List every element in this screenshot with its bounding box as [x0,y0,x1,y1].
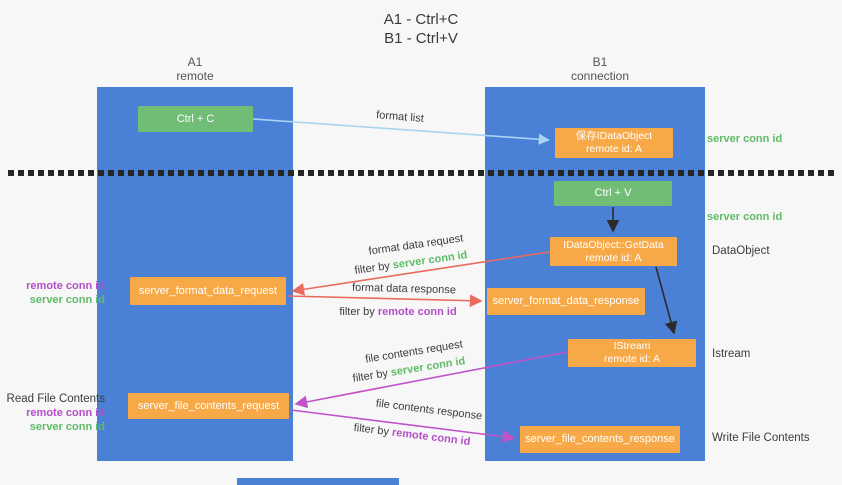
save-idataobject-line1: 保存IDataObject [575,130,653,142]
lane-b1-name: B1 [592,55,608,69]
lane-a1-subtitle: remote [176,69,214,83]
left-bottom-server-conn-id: server conn id [29,421,105,433]
server-file-contents-request-label: server_file_contents_request [137,399,280,412]
idataobject-getdata-box: IDataObject::GetData remote id: A [550,237,677,266]
lane-a1-name: A1 [187,55,203,69]
istream-side-label: Istream [712,348,751,360]
title-line-1: A1 - Ctrl+C [383,11,459,28]
ctrl-v-label: Ctrl + V [594,187,632,199]
filter-by-remote-conn-id-label-2: filter by remote conn id [353,422,471,448]
arrow-format-data-response [287,294,483,308]
diagram-title: A1 - Ctrl+C B1 - Ctrl+V [0,10,842,48]
write-file-contents-label: Write File Contents [712,432,810,444]
filter-prefix-1: filter by [353,259,394,277]
server-file-contents-response-label: server_file_contents_response [525,433,675,445]
getdata-line2: remote id: A [585,251,642,264]
left-mid-server-conn-id: server conn id [29,294,105,306]
title-line-2: B1 - Ctrl+V [384,30,458,47]
server-file-contents-request-box: server_file_contents_request [128,393,289,419]
server-format-data-request-box: server_format_data_request [130,277,286,305]
filter-prefix-2: filter by [339,306,378,318]
istream-line1: IStream [613,340,651,352]
lane-header-b1: B1 connection [530,55,670,83]
lane-header-a1: A1 remote [125,55,265,83]
server-conn-id-top-label: server conn id [707,133,783,145]
server-conn-id-mid-label: server conn id [707,211,783,223]
left-bottom-stack: Read File Contents remote conn id server… [5,392,105,434]
dotted-separator-line [8,170,836,176]
dataobject-label: DataObject [712,245,770,257]
ctrl-c-label: Ctrl + C [176,112,215,125]
server-file-contents-response-box: server_file_contents_response [520,426,680,453]
server-format-data-response-label: server_format_data_response [492,295,640,307]
ctrl-v-box: Ctrl + V [554,181,672,206]
getdata-line1: IDataObject::GetData [563,238,664,251]
left-mid-conn-id-stack: remote conn id server conn id [5,279,105,307]
save-idataobject-line2: remote id: A [585,143,643,155]
ctrl-c-box: Ctrl + C [138,106,253,132]
filter-prefix-3: filter by [351,366,392,385]
server-format-data-response-box: server_format_data_response [487,288,645,315]
istream-box: IStream remote id: A [568,339,696,367]
filter-by-remote-conn-id-label-1: filter by remote conn id [339,306,456,318]
format-data-response-label: format data response [351,281,457,297]
istream-line2: remote id: A [603,353,661,365]
format-list-label: format list [375,109,425,125]
read-file-contents-label: Read File Contents [6,393,105,405]
left-mid-remote-conn-id: remote conn id [26,280,105,292]
file-contents-response-label: file contents response [375,397,483,423]
bottom-window-fragment [237,478,399,485]
filter-remote-conn-id-2: remote conn id [391,426,471,449]
server-format-data-request-label: server_format_data_request [138,284,278,297]
filter-remote-conn-id-1: remote conn id [377,306,457,318]
save-idataobject-box: 保存IDataObject remote id: A [555,128,673,158]
filter-prefix-4: filter by [353,421,393,439]
lane-b1-subtitle: connection [570,69,630,83]
left-bottom-remote-conn-id: remote conn id [26,407,105,419]
